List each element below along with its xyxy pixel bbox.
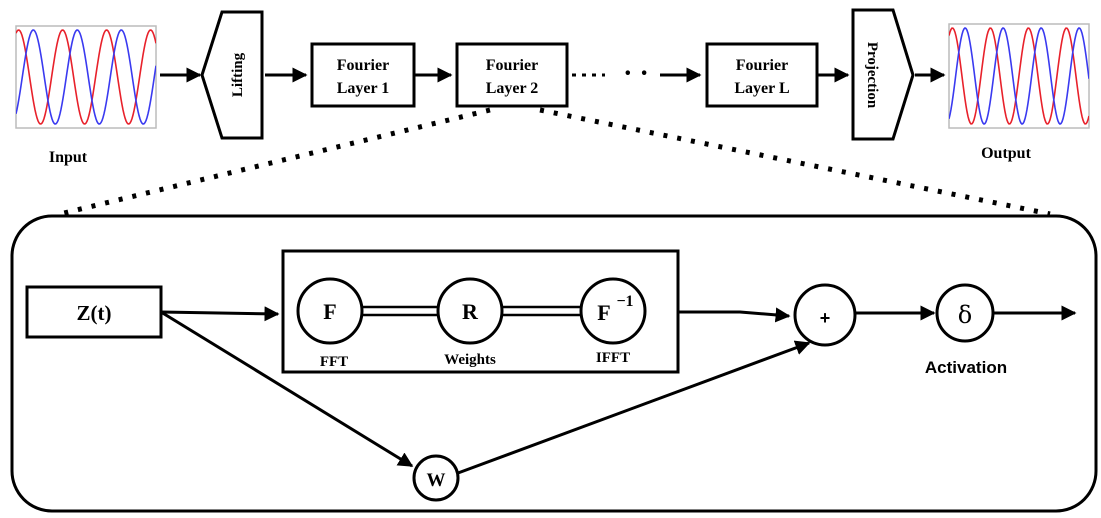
output-label: Output xyxy=(981,145,1031,162)
arrow-z-to-w xyxy=(160,310,414,468)
activation-symbol: δ xyxy=(958,301,972,329)
fourier-layer-2-line1: Fourier xyxy=(486,57,538,74)
fourier-layer-2-line2: Layer 2 xyxy=(486,80,539,97)
ifft-superscript: −1 xyxy=(616,293,633,310)
input-plot-frame xyxy=(15,25,157,129)
weights-label: Weights xyxy=(444,352,496,368)
fourier-layer-1-line1: Fourier xyxy=(337,57,389,74)
z-label: Z(t) xyxy=(77,301,112,325)
ifft-node: F −1 xyxy=(579,277,647,345)
input-label: Input xyxy=(49,149,88,166)
projection-label: Projection xyxy=(864,42,880,109)
input-wave-red xyxy=(16,29,156,125)
lifting-block: Lifting xyxy=(200,10,264,140)
fourier-layer-L-line1: Fourier xyxy=(736,57,788,74)
fft-symbol: F xyxy=(323,299,336,324)
weights-symbol: R xyxy=(462,299,479,324)
sum-node: + xyxy=(793,283,857,347)
ifft-symbol: F xyxy=(597,300,610,325)
ifft-label: IFFT xyxy=(596,350,630,366)
arrow-w-to-plus xyxy=(457,340,811,475)
activation-node: δ xyxy=(935,283,995,343)
input-wave-blue xyxy=(16,29,156,125)
zoom-line-right xyxy=(539,107,1051,217)
output-wave-blue xyxy=(949,27,1089,125)
input-plot xyxy=(15,25,157,129)
fourier-layer-L-line2: Layer L xyxy=(734,80,789,97)
projection-block: Projection xyxy=(851,8,915,141)
zoom-line-left xyxy=(59,107,491,217)
ellipsis: · · xyxy=(623,58,649,89)
fourier-layer-L: Fourier Layer L xyxy=(705,42,819,108)
fft-node: F xyxy=(296,277,364,345)
w-symbol: W xyxy=(427,470,446,491)
output-wave-red xyxy=(949,27,1089,125)
sum-symbol: + xyxy=(820,308,831,328)
fourier-layer-1: Fourier Layer 1 xyxy=(310,42,416,108)
weights-node: R xyxy=(436,277,504,345)
w-node: W xyxy=(412,454,460,502)
output-plot xyxy=(948,23,1090,129)
lifting-label: Lifting xyxy=(230,52,246,97)
fft-label: FFT xyxy=(320,354,348,370)
arrow-spectral-to-plus xyxy=(678,307,791,323)
arrow-z-to-spectral xyxy=(160,306,280,322)
fourier-layer-1-line2: Layer 1 xyxy=(337,80,390,97)
fourier-layer-2: Fourier Layer 2 xyxy=(455,42,569,108)
z-input-block: Z(t) xyxy=(25,285,163,339)
activation-label: Activation xyxy=(925,358,1007,377)
